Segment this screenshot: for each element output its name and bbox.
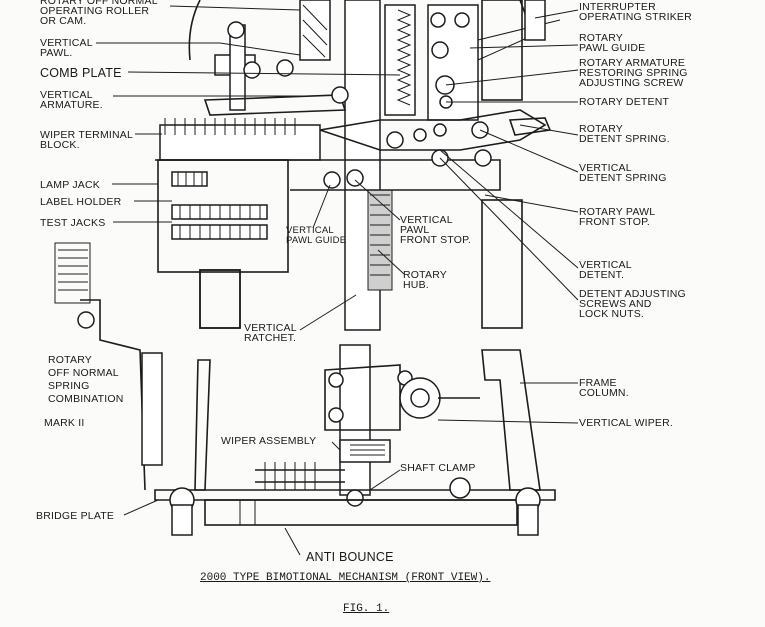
label-interrupter-striker: INTERRUPTER OPERATING STRIKER xyxy=(579,1,692,23)
label-off-normal-spring: ROTARY OFF NORMAL SPRING COMBINATION xyxy=(48,354,124,405)
lower-frame xyxy=(154,344,556,536)
label-detent-adjusting-screws: DETENT ADJUSTING SCREWS AND LOCK NUTS. xyxy=(579,288,686,320)
label-vertical-ratchet: VERTICAL RATCHET. xyxy=(244,322,297,344)
label-rotary-hub: ROTARY HUB. xyxy=(403,269,447,291)
label-rotary-detent: ROTARY DETENT xyxy=(579,96,670,108)
label-test-jacks: TEST JACKS xyxy=(40,217,106,229)
label-shaft-clamp: SHAFT CLAMP xyxy=(400,462,476,474)
label-wiper-assembly: WIPER ASSEMBLY xyxy=(221,435,317,447)
label-vertical-pawl-front-stop: VERTICAL PAWL FRONT STOP. xyxy=(400,214,472,246)
label-rotary-armature-spring: ROTARY ARMATURE RESTORING SPRING ADJUSTI… xyxy=(579,57,688,89)
leader-lines xyxy=(96,5,579,556)
label-vertical-detent: VERTICAL DETENT. xyxy=(579,259,632,281)
label-mark-ii: MARK II xyxy=(44,417,85,429)
comb-plate-assembly xyxy=(155,21,552,191)
label-lamp-jack: LAMP JACK xyxy=(40,179,100,191)
label-vertical-armature: VERTICAL ARMATURE. xyxy=(40,89,103,111)
label-rotary-pawl-guide: ROTARY PAWL GUIDE xyxy=(579,32,646,54)
label-bridge-plate: BRIDGE PLATE xyxy=(36,510,115,522)
figure-number: FIG. 1. xyxy=(343,603,390,615)
label-rotary-pawl-front-stop: ROTARY PAWL FRONT STOP. xyxy=(579,206,656,228)
label-vertical-detent-spring: VERTICAL DETENT SPRING xyxy=(579,162,667,184)
label-anti-bounce: ANTI BOUNCE xyxy=(306,550,394,564)
label-rotary-detent-spring: ROTARY DETENT SPRING. xyxy=(579,123,670,145)
label-rotary-off-normal-roller: ROTARY OFF NORMAL OPERATING ROLLER OR CA… xyxy=(40,0,158,27)
upper-frame xyxy=(188,0,536,331)
label-vertical-pawl-guide: VERTICAL PAWL GUIDE xyxy=(286,225,347,246)
off-normal-springs xyxy=(54,242,163,491)
label-label-holder: LABEL HOLDER xyxy=(40,196,122,208)
figure-title: 2000 TYPE BIMOTIONAL MECHANISM (FRONT VI… xyxy=(200,572,491,584)
label-comb-plate: COMB PLATE xyxy=(40,66,122,80)
rotary-armature xyxy=(427,0,561,121)
label-wiper-terminal-block: WIPER TERMINAL BLOCK. xyxy=(40,129,134,151)
vertical-ratchet xyxy=(367,4,416,291)
jack-block xyxy=(157,159,289,329)
label-vertical-wiper: VERTICAL WIPER. xyxy=(579,417,674,429)
label-vertical-pawl: VERTICAL PAWL. xyxy=(40,37,93,59)
label-frame-column: FRAME COLUMN. xyxy=(579,377,629,399)
